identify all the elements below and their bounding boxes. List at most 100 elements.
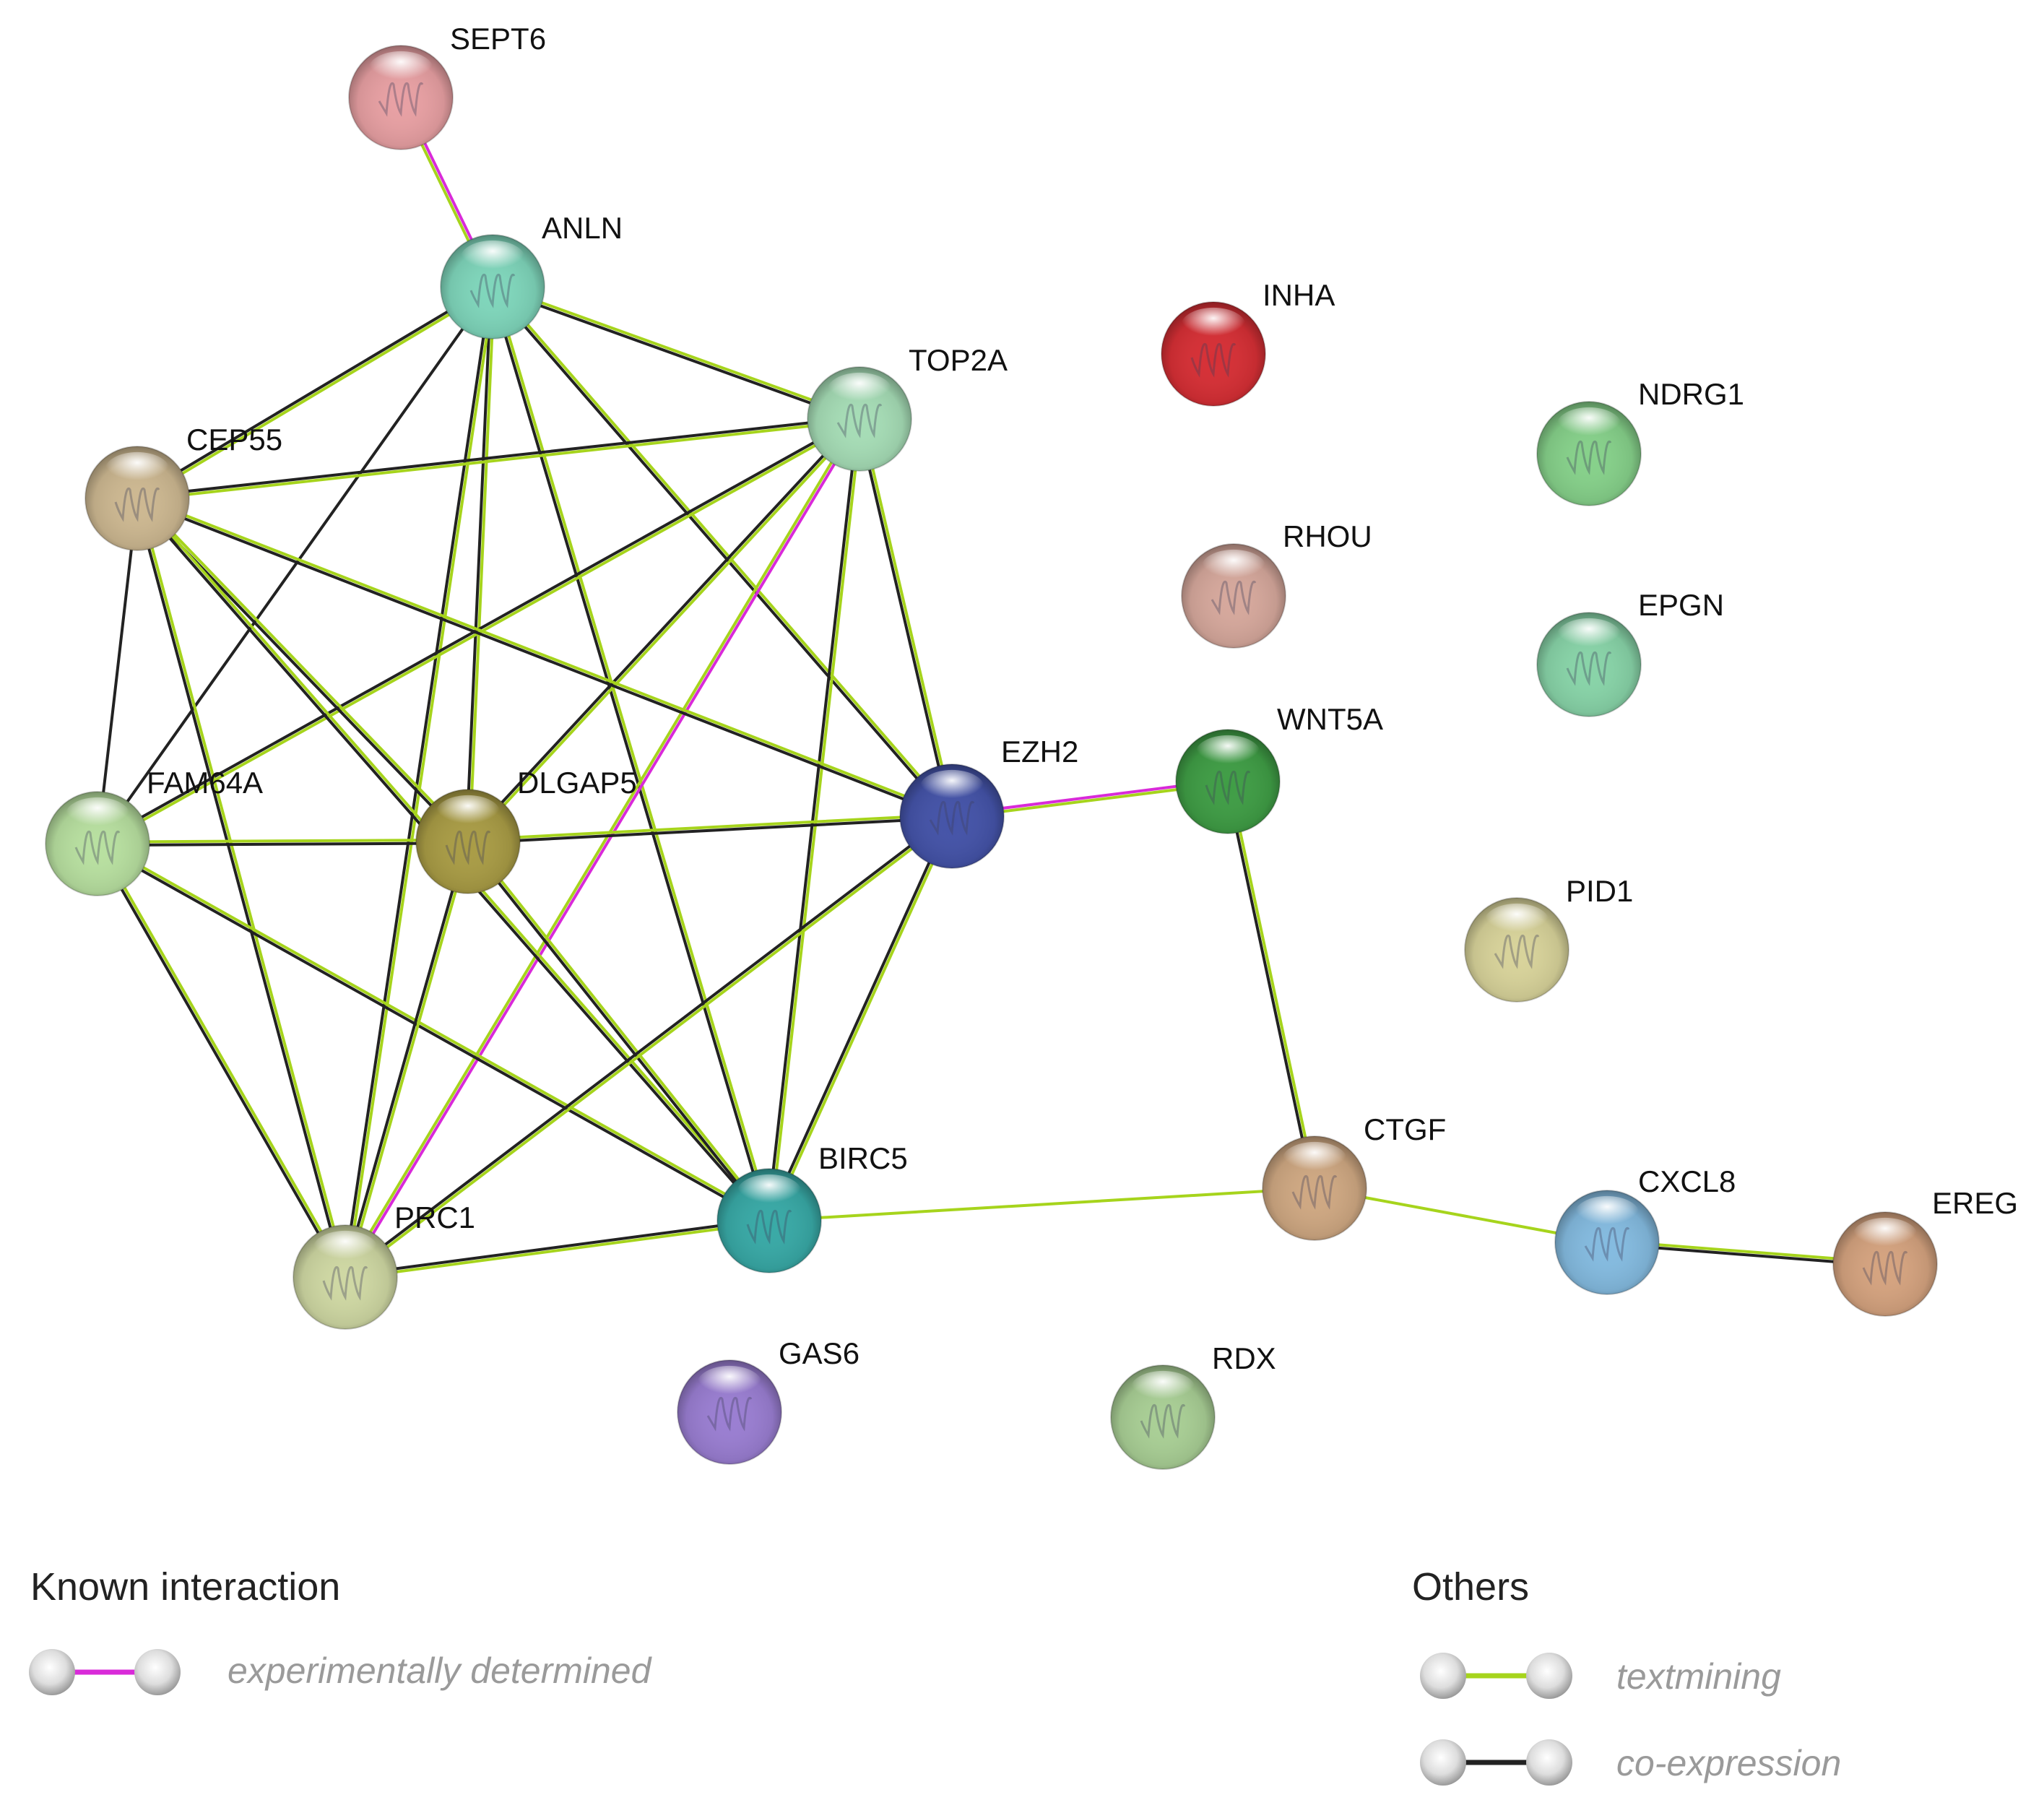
- edge-line-textmining: [769, 417, 863, 1223]
- edge-line-textmining: [97, 841, 772, 1221]
- edge-line-textmining: [467, 418, 862, 844]
- edge-line-coexpression: [490, 287, 861, 423]
- node-label: INHA: [1263, 278, 1335, 312]
- node-gloss: [1575, 1195, 1640, 1232]
- node-rdx[interactable]: RDX: [1110, 1341, 1276, 1470]
- edge-line-coexpression: [96, 285, 494, 845]
- node-ctgf[interactable]: CTGF: [1262, 1112, 1446, 1241]
- edge-cep55-fam64a: [96, 497, 139, 845]
- node-wnt5a[interactable]: WNT5A: [1175, 702, 1383, 834]
- node-gas6[interactable]: GAS6: [677, 1336, 859, 1465]
- edge-line-textmining: [95, 838, 469, 844]
- node-gloss: [1201, 549, 1266, 585]
- node-pid1[interactable]: PID1: [1464, 874, 1633, 1003]
- edge-ezh2-prc1: [342, 813, 955, 1280]
- edge-line-textmining: [137, 286, 495, 501]
- legend: Known interaction experimentally determi…: [29, 1565, 1841, 1786]
- edge-line-textmining: [491, 283, 862, 419]
- node-gloss: [1195, 735, 1260, 771]
- node-anln[interactable]: ANLN: [440, 211, 623, 339]
- edge-line-coexpression: [134, 284, 493, 499]
- node-label: TOP2A: [909, 343, 1008, 377]
- legend-label-coexpression: co-expression: [1616, 1743, 1841, 1783]
- node-rhou[interactable]: RHOU: [1181, 519, 1372, 649]
- legend-ball-icon: [1420, 1653, 1466, 1699]
- edge-line-coexpression: [135, 498, 953, 820]
- edge-anln-fam64a: [96, 285, 494, 845]
- edge-line-coexpression: [342, 839, 468, 1278]
- legend-ball-icon: [29, 1649, 75, 1695]
- node-gloss: [313, 1230, 378, 1266]
- legend-ball-icon: [1526, 1739, 1572, 1786]
- edge-line-textmining: [769, 815, 956, 1223]
- edge-line-coexpression: [135, 415, 861, 498]
- edge-line-coexpression: [342, 813, 953, 1278]
- edge-line-textmining: [1228, 779, 1318, 1190]
- edge-anln-prc1: [342, 285, 496, 1279]
- edge-top2a-ezh2: [856, 417, 956, 818]
- node-gloss: [1282, 1141, 1347, 1177]
- edge-line-coexpression: [95, 843, 346, 1280]
- edge-line-coexpression: [467, 816, 954, 845]
- node-top2a[interactable]: TOP2A: [807, 343, 1008, 472]
- edge-anln-dlgap5: [464, 285, 496, 844]
- edge-anln-top2a: [490, 283, 862, 423]
- node-label: ANLN: [542, 211, 623, 245]
- edge-line-textmining: [137, 496, 471, 842]
- edge-line-textmining: [137, 496, 349, 1278]
- node-gloss: [368, 51, 433, 87]
- edge-line-textmining: [97, 841, 348, 1278]
- edge-birc5-prc1: [343, 1217, 771, 1281]
- node-label: EPGN: [1638, 588, 1724, 622]
- edge-line-textmining: [345, 815, 955, 1280]
- node-gloss: [1556, 407, 1621, 443]
- node-gloss: [436, 795, 501, 831]
- edge-line-textmining: [345, 285, 496, 1279]
- legend-known-section: Known interaction experimentally determi…: [29, 1565, 653, 1695]
- edge-dlgap5-birc5: [465, 839, 772, 1224]
- edge-top2a-prc1: [342, 416, 862, 1280]
- node-epgn[interactable]: EPGN: [1536, 588, 1724, 717]
- node-label: WNT5A: [1277, 702, 1383, 736]
- legend-others-section: Others textmining co-expression: [1412, 1565, 1841, 1786]
- edge-fam64a-prc1: [95, 841, 348, 1280]
- node-inha[interactable]: INHA: [1161, 278, 1335, 407]
- node-fam64a[interactable]: FAM64A: [45, 766, 263, 896]
- edge-line-coexpression: [856, 417, 952, 818]
- edge-top2a-dlgap5: [465, 416, 862, 844]
- node-dlgap5[interactable]: DLGAP5: [415, 766, 637, 894]
- edge-line-coexpression: [465, 841, 770, 1224]
- node-gloss: [697, 1365, 762, 1401]
- node-ndrg1[interactable]: NDRG1: [1536, 377, 1744, 506]
- node-label: SEPT6: [450, 22, 546, 56]
- edge-fam64a-birc5: [95, 841, 772, 1224]
- edge-line-textmining: [136, 419, 862, 502]
- edge-line-textmining: [468, 285, 496, 844]
- node-gloss: [1853, 1217, 1918, 1253]
- edge-line-coexpression: [1224, 780, 1315, 1190]
- node-label: NDRG1: [1638, 377, 1744, 411]
- node-gloss: [1556, 618, 1621, 654]
- edge-cep55-prc1: [134, 496, 349, 1279]
- node-label: FAM64A: [147, 766, 263, 800]
- edge-line-textmining: [342, 416, 860, 1278]
- node-gloss: [1484, 903, 1549, 939]
- edge-line-coexpression: [96, 841, 470, 847]
- node-label: BIRC5: [818, 1141, 908, 1175]
- node-label: EZH2: [1001, 735, 1078, 769]
- legend-item-experimental: experimentally determined: [29, 1649, 653, 1695]
- node-ezh2[interactable]: EZH2: [899, 735, 1078, 869]
- node-label: PRC1: [394, 1200, 475, 1234]
- node-birc5[interactable]: BIRC5: [716, 1141, 908, 1273]
- node-cep55[interactable]: CEP55: [85, 423, 282, 551]
- node-label: RDX: [1212, 1341, 1276, 1375]
- node-sept6[interactable]: SEPT6: [348, 22, 546, 150]
- legend-item-coexpression: co-expression: [1420, 1739, 1841, 1786]
- edge-line-coexpression: [766, 814, 952, 1222]
- node-ereg[interactable]: EREG: [1832, 1186, 2018, 1317]
- node-label: CEP55: [186, 423, 282, 457]
- legend-label-textmining: textmining: [1616, 1656, 1781, 1697]
- node-cxcl8[interactable]: CXCL8: [1554, 1164, 1736, 1295]
- node-prc1[interactable]: PRC1: [293, 1200, 475, 1330]
- edge-line-coexpression: [134, 497, 345, 1279]
